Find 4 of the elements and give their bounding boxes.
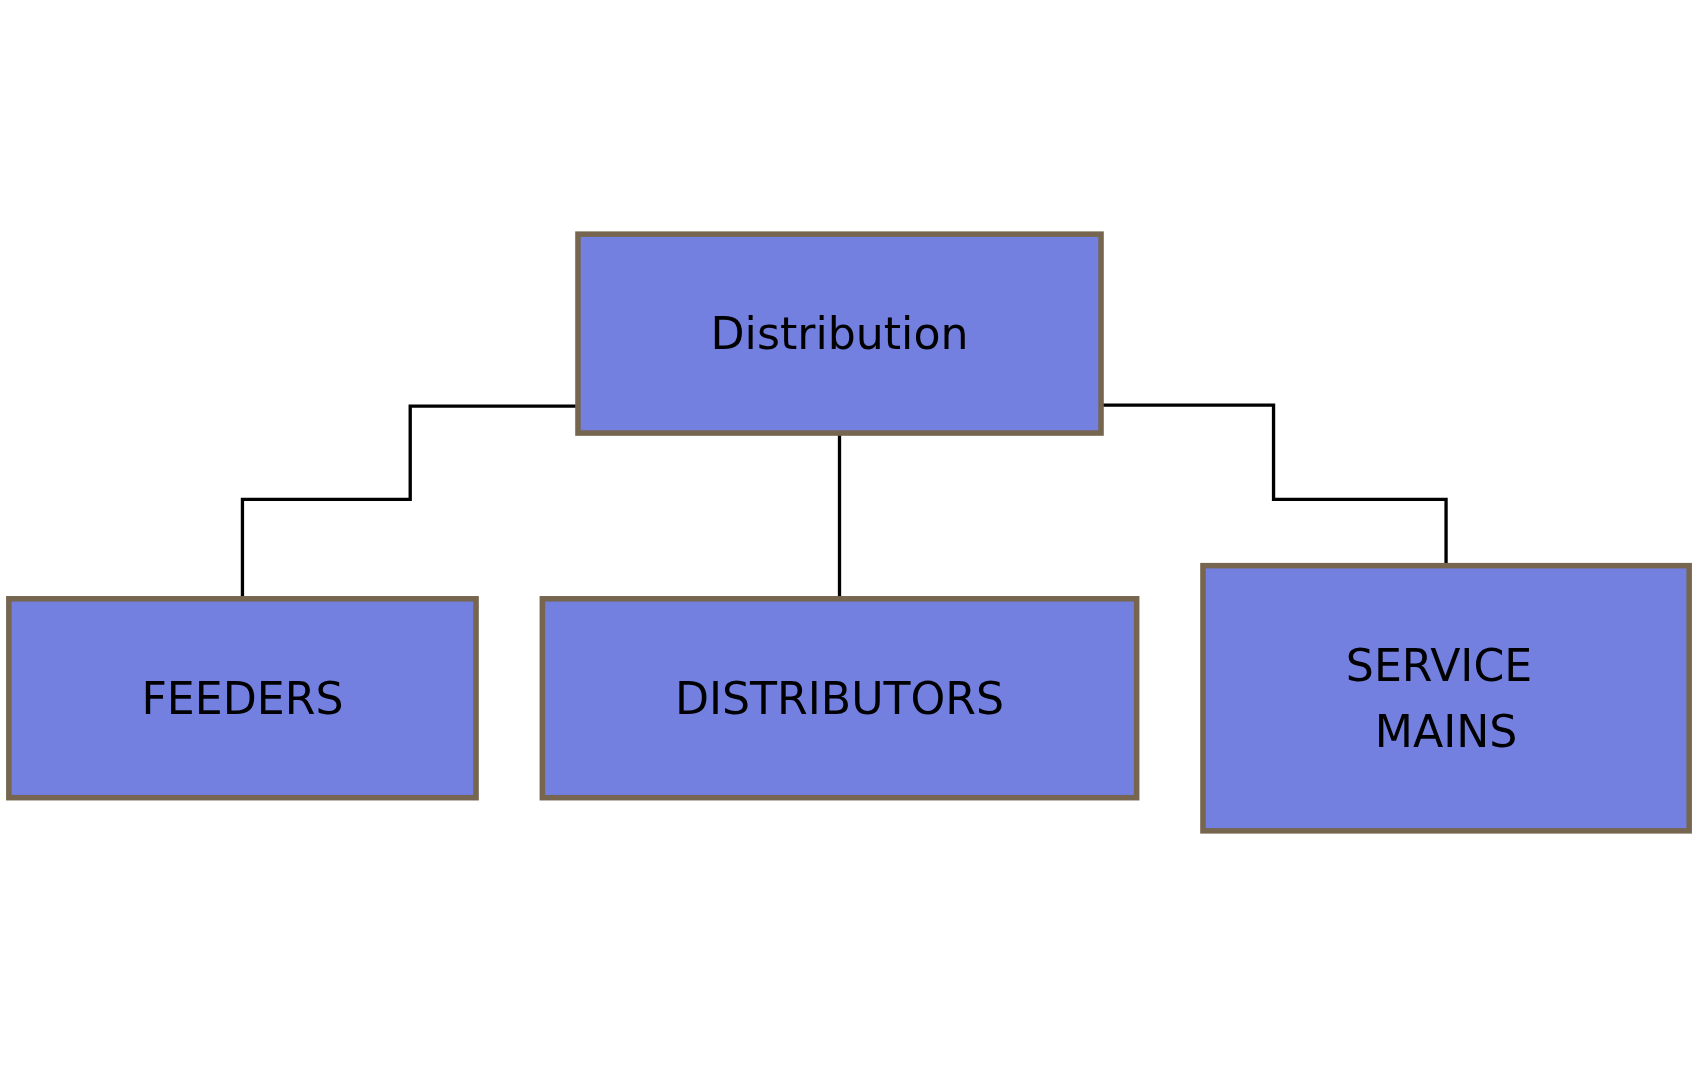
node-box: SERVICE MAINS <box>1200 562 1692 834</box>
node-box: Distribution <box>575 231 1104 436</box>
node-box: DISTRIBUTORS <box>539 596 1140 801</box>
node-box: FEEDERS <box>6 596 479 801</box>
